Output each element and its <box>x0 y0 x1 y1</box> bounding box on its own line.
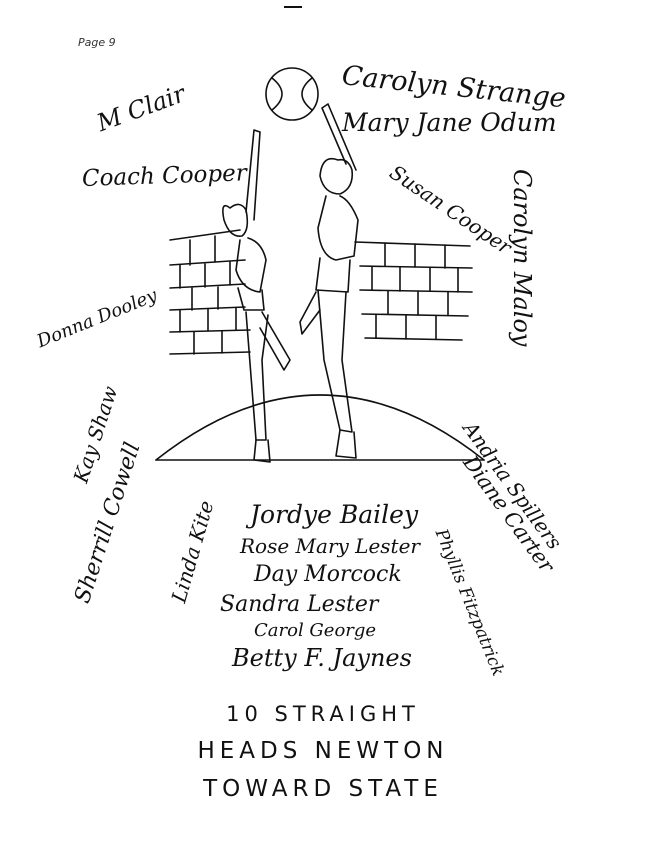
caption-line-2: HEADS NEWTON <box>197 738 449 764</box>
signature-rose-mary-lester: Rose Mary Lester <box>240 534 420 558</box>
caption-line-1: 10 STRAIGHT <box>226 702 420 726</box>
right-player-figure <box>299 103 359 459</box>
signature-day-morcock: Day Morcock <box>254 562 402 587</box>
signature-carol-george: Carol George <box>254 620 377 641</box>
right-brick-wall <box>354 241 473 341</box>
signature-jordye-bailey: Jordye Bailey <box>250 500 419 529</box>
basketball-jump-illustration <box>155 67 485 463</box>
signature-phyllis-fitzpatrick: Phyllis Fitzpatrick <box>430 526 508 680</box>
signature-linda-kite: Linda Kite <box>166 497 219 606</box>
caption-line-3: TOWARD STATE <box>203 776 443 802</box>
page-label: Page 9 <box>78 36 116 49</box>
signature-donna-dooley: Donna Dooley <box>34 284 161 353</box>
top-pen-mark <box>284 6 302 8</box>
left-player-figure <box>222 129 291 463</box>
signature-mary-jane-odum: Mary Jane Odum <box>342 108 557 137</box>
court-arc <box>155 394 485 461</box>
left-brick-wall <box>169 229 251 355</box>
signature-sandra-lester: Sandra Lester <box>220 592 379 617</box>
basketball-icon <box>265 67 319 121</box>
signature-carolyn-maloy: Carolyn Maloy <box>508 169 536 347</box>
signature-betty-jaynes: Betty F. Jaynes <box>232 644 412 672</box>
